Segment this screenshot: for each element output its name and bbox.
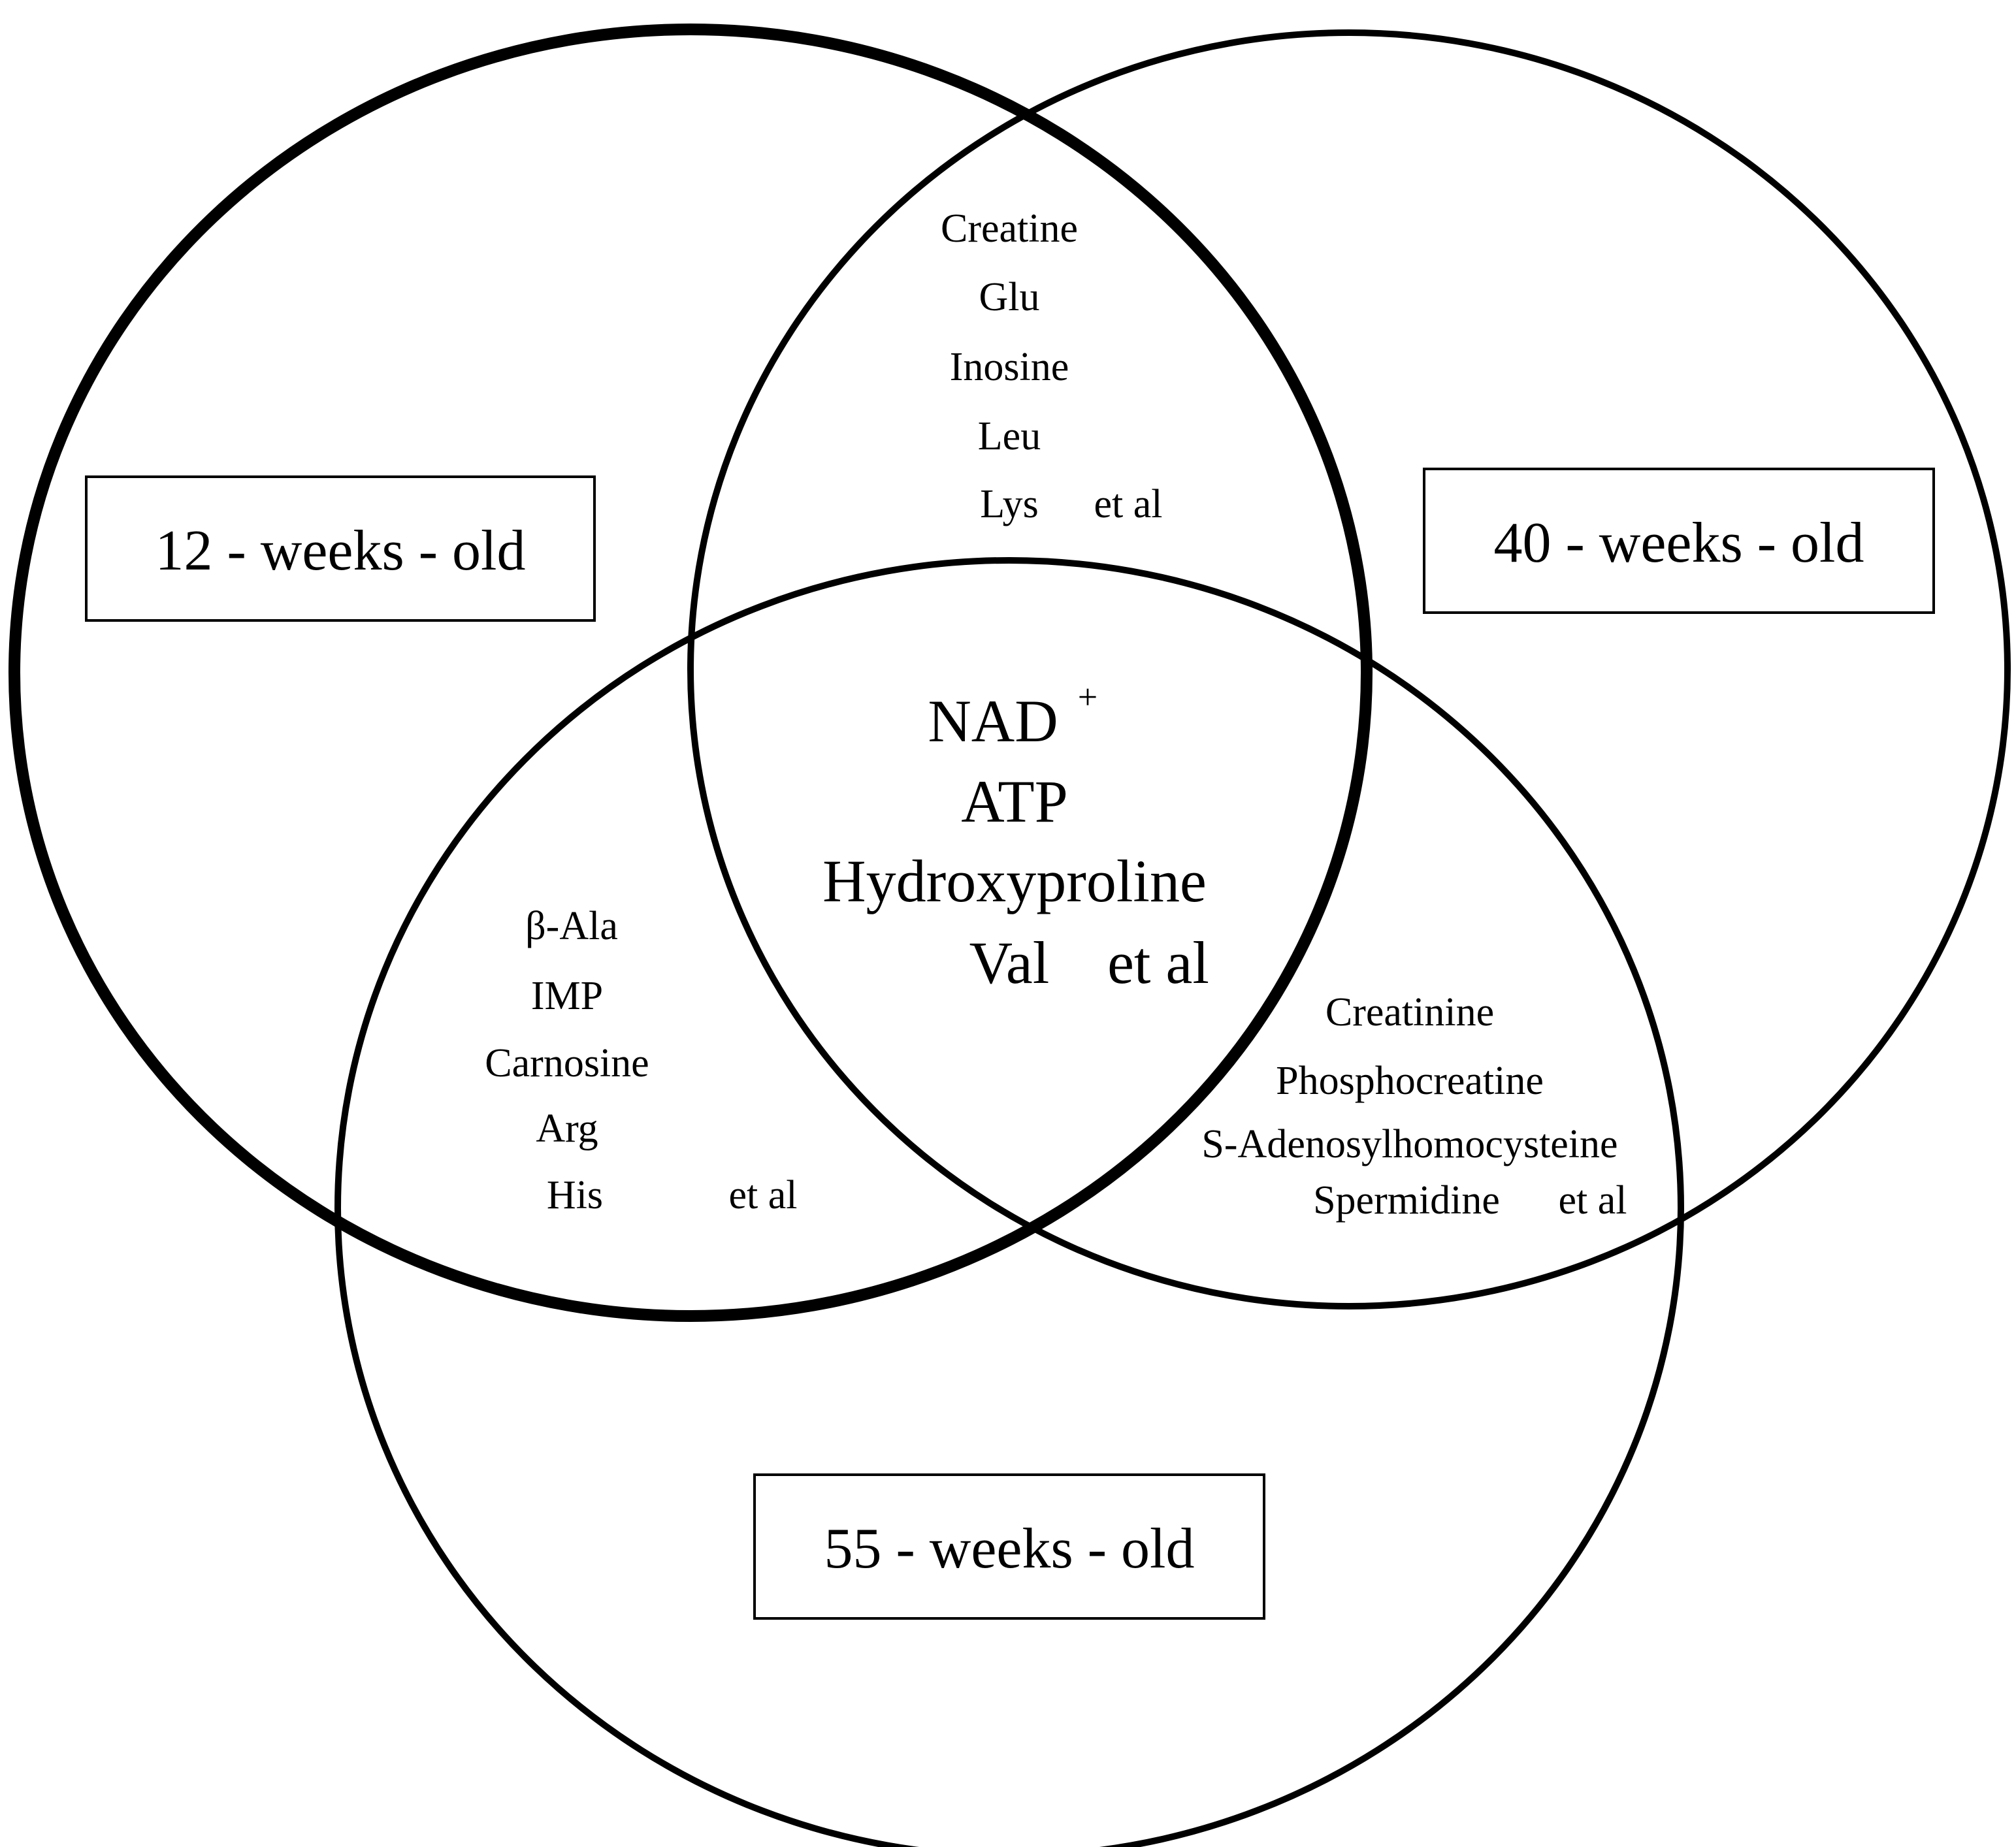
item-beta-ala: β-Ala: [525, 904, 618, 948]
item-inosine: Inosine: [950, 345, 1069, 389]
label-40-weeks: 40 - weeks - old: [1423, 468, 1935, 614]
item-lys: Lys: [980, 482, 1039, 526]
region-12-55: β-Ala IMP Carnosine Arg His et al: [485, 904, 797, 1217]
label-55-weeks-text: 55 - weeks - old: [824, 1517, 1195, 1581]
circle-40-weeks: [687, 29, 2011, 1309]
circle-55-weeks: [334, 557, 1684, 1847]
item-hydroxyproline: Hydroxyproline: [822, 848, 1207, 914]
item-arg: Arg: [536, 1106, 598, 1151]
item-leu: Leu: [978, 414, 1041, 458]
item-spermidine: Spermidine: [1313, 1178, 1500, 1223]
item-atp: ATP: [961, 768, 1068, 835]
et-al-40-55: et al: [1559, 1178, 1627, 1223]
label-40-weeks-text: 40 - weeks - old: [1494, 511, 1864, 575]
et-al-center: et al: [1107, 929, 1209, 996]
item-glu: Glu: [979, 275, 1040, 319]
circle-12-weeks: [8, 24, 1373, 1322]
item-creatinine: Creatinine: [1325, 990, 1494, 1035]
item-carnosine: Carnosine: [485, 1041, 649, 1085]
item-phosphocreatine: Phosphocreatine: [1276, 1059, 1544, 1103]
item-nad-superscript: +: [1078, 677, 1097, 716]
item-val: Val: [969, 929, 1050, 996]
item-imp: IMP: [531, 974, 603, 1018]
region-12-40: Creatine Glu Inosine Leu Lys et al: [941, 206, 1163, 526]
item-his: His: [547, 1173, 603, 1217]
region-center: NAD + ATP Hydroxyproline Val et al: [822, 677, 1209, 996]
label-12-weeks-text: 12 - weeks - old: [155, 519, 526, 583]
et-al-12-55: et al: [729, 1173, 798, 1217]
et-al-12-40: et al: [1094, 482, 1163, 526]
item-nad: NAD: [928, 688, 1058, 754]
label-55-weeks: 55 - weeks - old: [753, 1473, 1265, 1620]
item-creatine: Creatine: [941, 206, 1078, 251]
label-12-weeks: 12 - weeks - old: [85, 475, 596, 622]
region-40-55: Creatinine Phosphocreatine S-Adenosylhom…: [1201, 990, 1627, 1223]
item-s-adenosylhomocysteine: S-Adenosylhomocysteine: [1201, 1122, 1618, 1166]
